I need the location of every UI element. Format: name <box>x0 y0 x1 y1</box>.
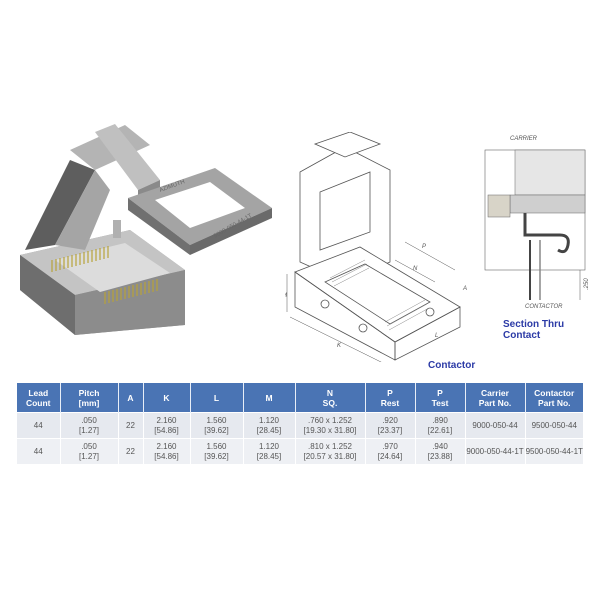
section-drawing: CARRIER CONTACTOR .250 <box>484 136 590 310</box>
col-pitch: Pitch[mm] <box>60 383 119 413</box>
cell-l: 1.560[39.62] <box>190 438 244 464</box>
cell-a: 22 <box>118 412 144 439</box>
col-k: K <box>143 383 191 413</box>
cell-a: 22 <box>118 438 144 464</box>
svg-text:P: P <box>422 244 426 250</box>
svg-text:N: N <box>413 266 418 272</box>
cell-p-rest: .920[23.37] <box>365 412 416 439</box>
dimension-label: .250 <box>584 278 590 290</box>
cell-m: 1.120[28.45] <box>243 412 296 439</box>
cell-p-test: .940[23.88] <box>415 438 466 464</box>
cell-m: 1.120[28.45] <box>243 438 296 464</box>
contactor-label: CONTACTOR <box>525 304 563 310</box>
cell-lead-count: 44 <box>17 438 61 464</box>
cell-contactor-part: 9500-050-44 <box>525 412 583 439</box>
carrier-label: CARRIER <box>510 136 538 142</box>
cell-pitch: .050[1.27] <box>60 438 119 464</box>
col-l: L <box>190 383 244 413</box>
contactor-caption: Contactor <box>428 360 476 371</box>
cell-pitch: .050[1.27] <box>60 412 119 439</box>
cell-k: 2.160[54.86] <box>143 412 191 439</box>
cell-p-rest: .970[24.64] <box>365 438 416 464</box>
col-a: A <box>118 383 144 413</box>
cell-carrier-part: 9000-050-44-1T <box>465 438 526 464</box>
cell-lead-count: 44 <box>17 412 61 439</box>
cell-n-sq: .810 x 1.252[20.57 x 31.80] <box>295 438 366 464</box>
cell-k: 2.160[54.86] <box>143 438 191 464</box>
cell-carrier-part: 9000-050-44 <box>465 412 526 439</box>
cell-l: 1.560[39.62] <box>190 412 244 439</box>
cell-contactor-part: 9500-050-44-1T <box>525 438 583 464</box>
svg-text:A: A <box>462 286 467 292</box>
svg-text:M: M <box>285 293 287 299</box>
socket-3d-render: AZIMUTH 9000-050-44-1T <box>20 124 272 335</box>
cell-p-test: .890[22.61] <box>415 412 466 439</box>
section-caption: Section Thru Contact <box>503 319 565 341</box>
svg-text:K: K <box>337 343 342 349</box>
table-row: 44 .050[1.27] 22 2.160[54.86] 1.560[39.6… <box>17 412 583 439</box>
col-m: M <box>243 383 296 413</box>
cell-n-sq: .760 x 1.252[19.30 x 31.80] <box>295 412 366 439</box>
table-row: 44 .050[1.27] 22 2.160[54.86] 1.560[39.6… <box>17 438 583 464</box>
contactor-drawing: P N A M K L <box>285 132 467 362</box>
svg-text:L: L <box>435 333 438 339</box>
